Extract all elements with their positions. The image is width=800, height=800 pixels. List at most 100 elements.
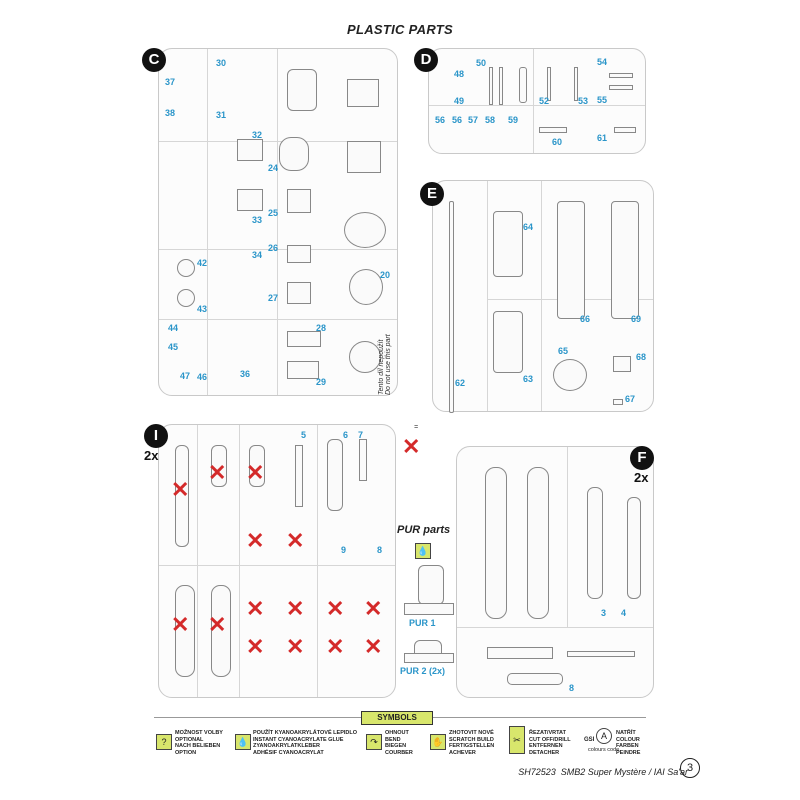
part-number: 34 xyxy=(252,250,263,260)
footer-product: SH72523 SMB2 Super Mystère / IAI Sa'ar xyxy=(518,767,688,777)
part-number: 31 xyxy=(216,110,227,120)
do-not-use-legend-mark: ✕ xyxy=(402,434,421,459)
page-number: 3 xyxy=(680,758,700,778)
part-number: 61 xyxy=(597,133,608,143)
sprue-f-letter: F xyxy=(630,446,654,470)
part-number: 8 xyxy=(569,683,575,693)
part-number: 56 xyxy=(435,115,446,125)
glue-icon: 💧 xyxy=(235,734,251,750)
do-not-use-mark: ✕ xyxy=(326,634,345,659)
part-number: 20 xyxy=(380,270,391,280)
gsi-label: GSI xyxy=(584,737,595,743)
do-not-use-mark: ✕ xyxy=(208,460,227,485)
footer-name: SMB2 Super Mystère / IAI Sa'ar xyxy=(560,767,688,777)
sprue-i xyxy=(158,424,396,698)
do-not-use-mark: ✕ xyxy=(171,477,190,502)
sprue-d xyxy=(428,48,646,154)
part-number: 5 xyxy=(301,430,307,440)
sprue-f xyxy=(456,446,654,698)
do-not-use-mark: ✕ xyxy=(171,612,190,637)
sprue-f-multiplier: 2x xyxy=(634,470,649,485)
do-not-use-mark: ✕ xyxy=(246,596,265,621)
part-number: 46 xyxy=(197,372,208,382)
part-number: 68 xyxy=(636,352,647,362)
part-number: 7 xyxy=(358,430,364,440)
sprue-e xyxy=(432,180,654,413)
do-not-use-note-en: Do not use this part xyxy=(385,334,392,395)
optional-icon: ? xyxy=(156,734,172,750)
pur-2-base xyxy=(404,653,454,663)
sprue-i-multiplier: 2x xyxy=(144,448,159,463)
sprue-i-letter: I xyxy=(144,424,168,448)
part-number: 50 xyxy=(476,58,487,68)
glue-drop-icon: 💧 xyxy=(415,543,431,559)
do-not-use-mark: ✕ xyxy=(286,596,305,621)
part-number: 32 xyxy=(252,130,263,140)
pur-2-label: PUR 2 (2x) xyxy=(400,666,446,676)
part-number: 65 xyxy=(558,346,569,356)
do-not-use-mark: ✕ xyxy=(208,612,227,637)
colours-code-label: colours code xyxy=(588,747,620,753)
part-number: 69 xyxy=(631,314,642,324)
bend-icon: ↷ xyxy=(366,734,382,750)
part-number: 47 xyxy=(180,371,191,381)
do-not-use-mark: ✕ xyxy=(246,528,265,553)
pur-1-base xyxy=(404,603,454,615)
part-number: 30 xyxy=(216,58,227,68)
part-number: 45 xyxy=(168,342,179,352)
part-number: 26 xyxy=(268,243,279,253)
do-not-use-note: Tento díl nepoužít Do not use this part xyxy=(378,334,392,395)
sprue-e-letter: E xyxy=(420,182,444,206)
part-number: 33 xyxy=(252,215,263,225)
part-number: 36 xyxy=(240,369,251,379)
scratch-build-icon: ✋ xyxy=(430,734,446,750)
part-number: 59 xyxy=(508,115,519,125)
part-number: 44 xyxy=(168,323,179,333)
part-number: 57 xyxy=(468,115,479,125)
part-number: 6 xyxy=(343,430,349,440)
part-number: 48 xyxy=(454,69,465,79)
do-not-use-mark: ✕ xyxy=(246,634,265,659)
sprue-c xyxy=(158,48,398,396)
paint-icon: A xyxy=(596,728,612,744)
part-number: 53 xyxy=(578,96,589,106)
do-not-use-note-cz: Tento díl nepoužít xyxy=(378,339,385,395)
part-number: 4 xyxy=(621,608,627,618)
do-not-use-mark: ✕ xyxy=(246,460,265,485)
part-number: 54 xyxy=(597,57,608,67)
do-not-use-mark: ✕ xyxy=(286,634,305,659)
part-number: 64 xyxy=(523,222,534,232)
pur-1-seat xyxy=(418,565,444,605)
part-number: 56 xyxy=(452,115,463,125)
part-number: 63 xyxy=(523,374,534,384)
part-number: 8 xyxy=(377,545,383,555)
part-number: 55 xyxy=(597,95,608,105)
part-number: 28 xyxy=(316,323,327,333)
sprue-d-letter: D xyxy=(414,48,438,72)
part-number: 24 xyxy=(268,163,279,173)
part-number: 9 xyxy=(341,545,347,555)
part-number: 52 xyxy=(539,96,550,106)
part-number: 42 xyxy=(197,258,208,268)
footer-code: SH72523 xyxy=(518,767,556,777)
part-number: 37 xyxy=(165,77,176,87)
symbols-label: SYMBOLS xyxy=(361,711,433,725)
part-number: 43 xyxy=(197,304,208,314)
do-not-use-mark: ✕ xyxy=(364,634,383,659)
part-number: 3 xyxy=(601,608,607,618)
part-number: 27 xyxy=(268,293,279,303)
pur-1-label: PUR 1 xyxy=(409,618,436,628)
part-number: 66 xyxy=(580,314,591,324)
sprue-c-letter: C xyxy=(142,48,166,72)
do-not-use-mark: ✕ xyxy=(326,596,345,621)
do-not-use-equals: = xyxy=(414,424,419,431)
cut-drill-icon: ✂ xyxy=(509,726,525,754)
page-title: PLASTIC PARTS xyxy=(347,22,453,37)
part-number: 29 xyxy=(316,377,327,387)
